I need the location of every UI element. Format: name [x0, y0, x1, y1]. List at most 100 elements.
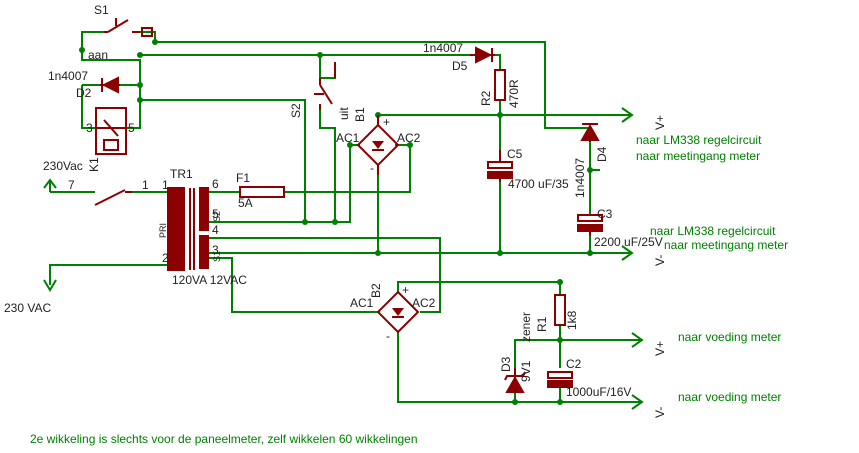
label-b2: B2: [369, 283, 383, 298]
resistor-r1: [554, 294, 566, 326]
label-pin3: 3: [212, 243, 219, 257]
label-d2: D2: [76, 86, 92, 100]
note-voeding-b: naar voeding meter: [678, 390, 781, 404]
note-lm338-b: naar LM338 regelcircuit: [650, 224, 776, 238]
label-c3: C3: [597, 207, 613, 221]
label-r2: R2: [479, 90, 493, 106]
switch-s2: [314, 62, 336, 110]
label-f1-value: 5A: [238, 196, 253, 210]
wire-sec4: [205, 237, 441, 313]
diode-d2: [100, 76, 120, 94]
relay-k1: [95, 107, 127, 155]
label-pin5: 5: [212, 207, 219, 221]
label-vplus-b: V+: [653, 341, 667, 356]
wire-top-rail: [155, 41, 590, 129]
label-r1: R1: [535, 316, 549, 332]
arrow-vminus-b: [631, 394, 644, 410]
wire-b2-plus: [397, 281, 561, 295]
components: [94, 18, 603, 393]
label-b1-ac1: AC1: [336, 131, 360, 145]
note-voeding-a: naar voeding meter: [678, 330, 781, 344]
label-zener: zener: [519, 312, 533, 342]
label-b2-ac2: AC2: [412, 296, 436, 310]
label-s1: S1: [94, 3, 109, 17]
label-b1-minus: -: [370, 161, 374, 175]
label-tr1: TR1: [170, 167, 193, 181]
switch-mains: [94, 189, 132, 206]
note-footer: 2e wikkeling is slechts voor de paneelme…: [30, 432, 418, 446]
switch-s1: [104, 18, 153, 37]
label-r2-value: 470R: [507, 79, 521, 108]
label-relay-pin3: 3: [86, 121, 93, 135]
label-vplus-a: V+: [653, 115, 667, 130]
capacitor-c2: [547, 371, 573, 388]
arrow-vplus-b: [631, 332, 644, 348]
label-b1: B1: [353, 107, 367, 122]
wire-d2-right: [120, 84, 141, 100]
wire-s1-down: [81, 50, 141, 85]
label-b2-minus: -: [386, 329, 390, 343]
label-d3-value: 9V1: [519, 360, 533, 382]
label-pin2: 2: [162, 251, 169, 265]
resistor-r2: [494, 69, 506, 101]
label-pin7: 7: [68, 178, 75, 192]
wire-relay-right: [126, 100, 141, 129]
label-d2-type: 1n4007: [48, 69, 88, 83]
capacitor-c3: [577, 214, 603, 236]
label-k1: K1: [87, 157, 101, 172]
wire-s1-right: [140, 31, 156, 42]
wire-y100: [140, 99, 306, 222]
labels: S1 aan S2 uit 1n4007 D2 K1 3 5 230Vac 23…: [4, 3, 667, 418]
label-vminus-b: V-: [653, 407, 667, 418]
label-pin6: 6: [212, 177, 219, 191]
label-s2-winding: S2: [212, 211, 222, 222]
label-mains-bottom: 230 VAC: [4, 301, 51, 315]
fuse-f1: [239, 186, 285, 198]
label-pin1a: 1: [142, 178, 149, 192]
label-d3: D3: [499, 356, 513, 372]
bridge-b2: [376, 290, 420, 334]
label-d5: D5: [452, 59, 468, 73]
label-d5-type: 1n4007: [423, 41, 463, 55]
note-meter-b: naar meetingang meter: [664, 238, 788, 252]
junctions: [79, 39, 593, 405]
notes: naar LM338 regelcircuit naar meetingang …: [30, 133, 788, 446]
label-c2: C2: [566, 357, 582, 371]
capacitor-c5: [487, 150, 513, 182]
output-arrows: [43, 107, 644, 410]
wire-s2-top: [319, 55, 336, 79]
label-pin1b: 1: [162, 178, 169, 192]
label-tr-rating: 120VA 12VAC: [172, 273, 247, 287]
note-lm338-a: naar LM338 regelcircuit: [636, 133, 762, 147]
diode-d5: [470, 46, 495, 64]
label-vminus-a: V-: [653, 255, 667, 266]
label-b2-plus: +: [402, 283, 409, 297]
label-b1-ac2: AC2: [397, 131, 421, 145]
label-pri: PRI: [158, 223, 168, 238]
label-f1: F1: [236, 171, 250, 185]
arrow-vplus-a: [621, 107, 634, 123]
label-r1-value: 1k8: [565, 310, 579, 330]
wire-sec3: [205, 257, 380, 313]
note-meter-a: naar meetingang meter: [636, 149, 760, 163]
label-b1-plus: +: [383, 115, 390, 129]
wire-sec5: [205, 144, 360, 223]
label-s2: S2: [289, 103, 303, 118]
label-c2-value: 1000uF/16V: [566, 385, 631, 399]
wire-d5-r2: [495, 54, 501, 70]
label-relay-pin5: 5: [128, 121, 135, 135]
wire-pri-bottom: [49, 264, 168, 285]
label-b2-ac1: AC1: [350, 296, 374, 310]
diode-d4: [580, 123, 600, 142]
label-c3-value: 2200 uF/25V: [594, 235, 663, 249]
wire-s1-left: [81, 31, 104, 50]
wire-relay-left: [81, 85, 96, 129]
transformer-tr1: [167, 187, 209, 271]
zener-d3: [504, 368, 526, 393]
arrow-vminus-a: [621, 245, 634, 261]
wire-f1-right: [285, 144, 411, 193]
label-d4: D4: [595, 146, 609, 162]
label-mains-top: 230Vac: [43, 159, 83, 173]
label-pin4: 4: [212, 223, 219, 237]
